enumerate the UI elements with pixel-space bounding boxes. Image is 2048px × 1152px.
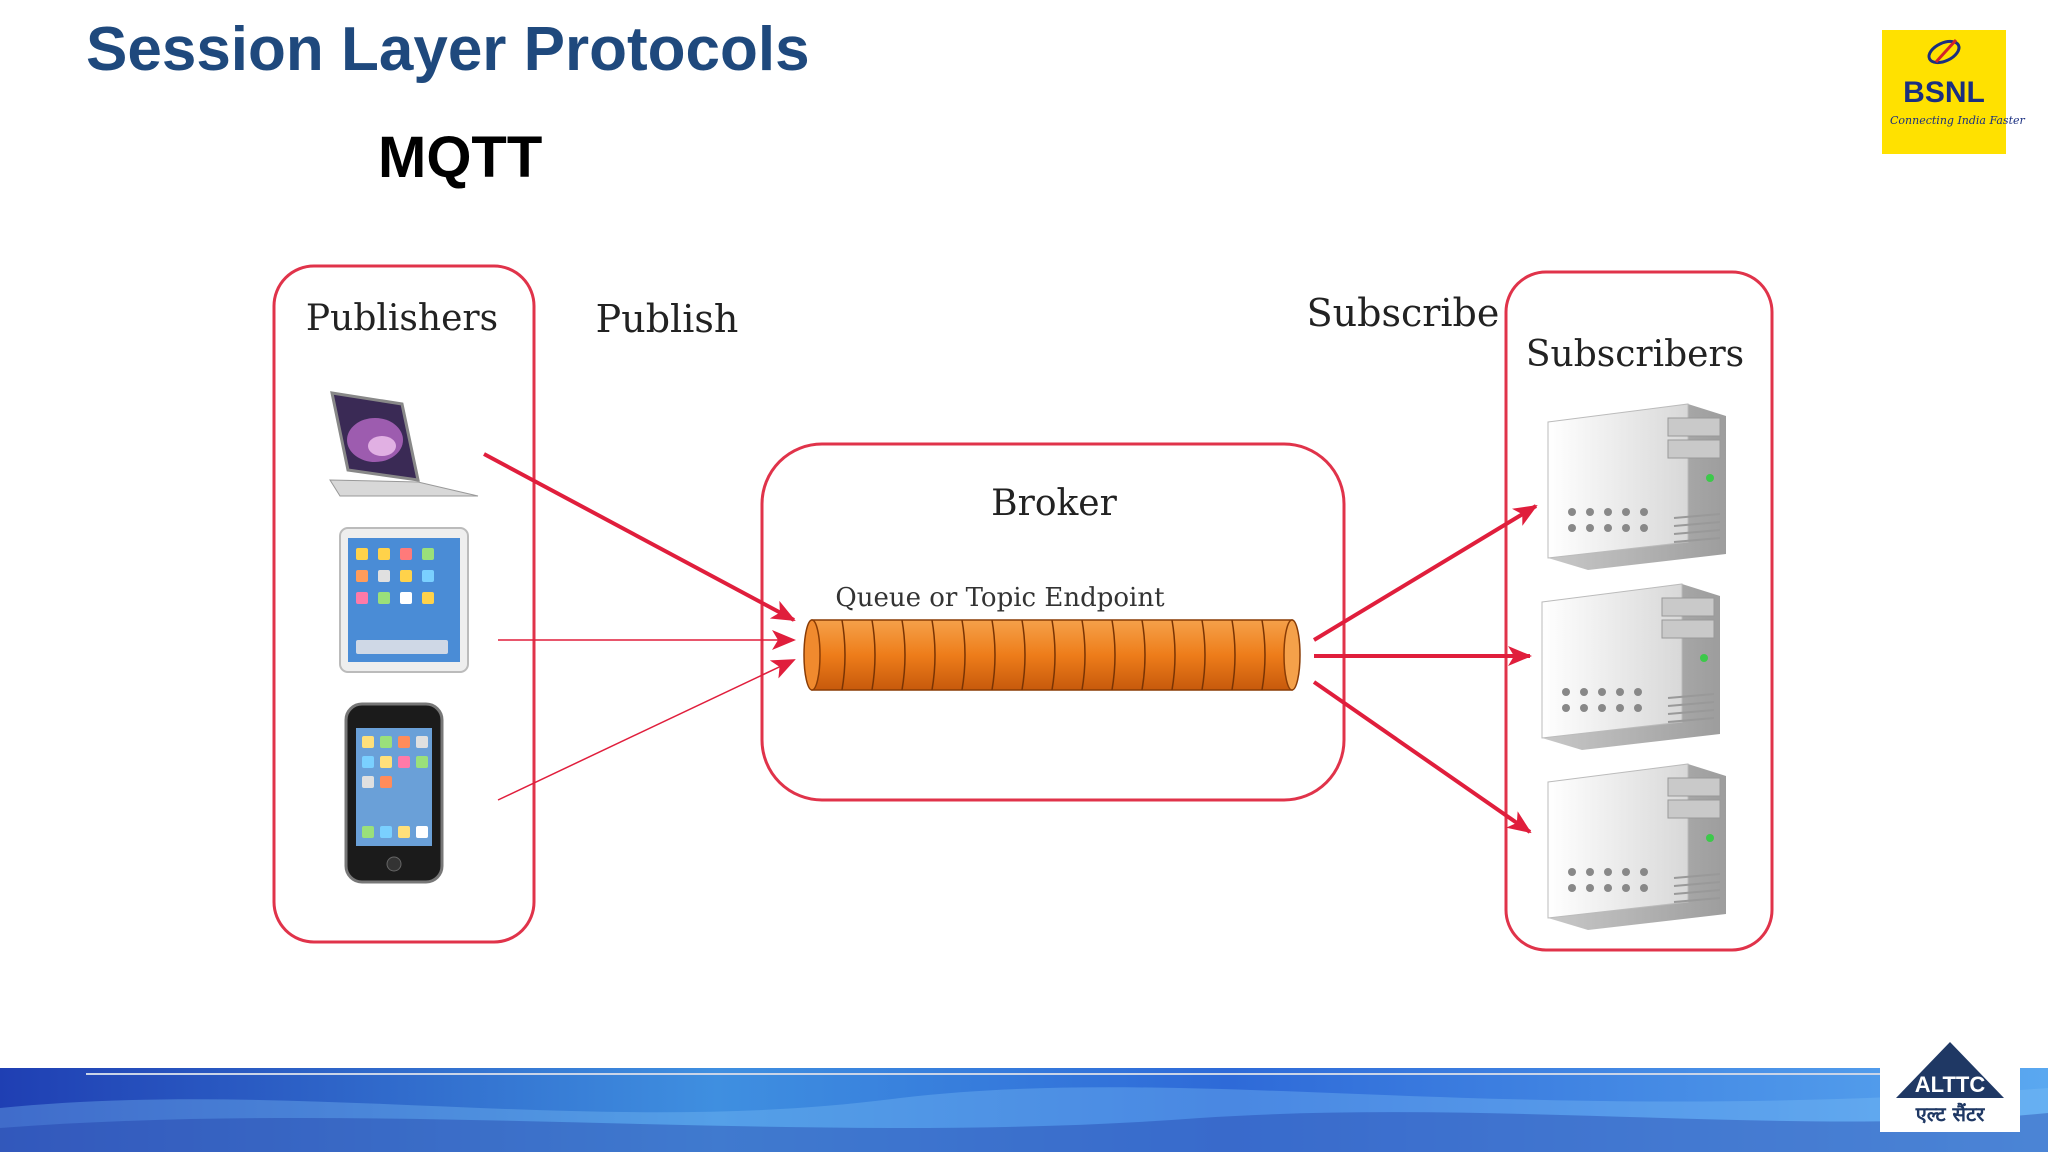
- footer-band: [0, 1068, 2048, 1152]
- publish-label: Publish: [596, 297, 739, 341]
- bsnl-logo: BSNL Connecting India Faster: [1882, 30, 2025, 154]
- bsnl-emblem-icon: [1927, 38, 1961, 65]
- footer-divider: [86, 1073, 1886, 1075]
- alttc-logo-text: ALTTC: [1914, 1072, 1986, 1097]
- subscribers-label: Subscribers: [1526, 334, 1744, 375]
- slide-subtitle: MQTT: [378, 125, 543, 190]
- alttc-triangle-icon: [1896, 1042, 2004, 1098]
- smartphone-icon: [344, 702, 444, 884]
- subscribe-label: Subscribe: [1307, 291, 1500, 335]
- alttc-logo-hindi: एल्ट सैंटर: [1915, 1102, 1985, 1126]
- slide-title: Session Layer Protocols: [86, 15, 810, 84]
- tablet-icon: [339, 527, 469, 673]
- laptop-icon: [329, 391, 479, 497]
- queue-label: Queue or Topic Endpoint: [835, 583, 1165, 613]
- footer-wave: [0, 1068, 2048, 1152]
- server-icon: [1547, 763, 1726, 930]
- broker-label: Broker: [991, 483, 1117, 524]
- subscribers-box: [1504, 270, 1774, 952]
- queue-cylinder: [803, 619, 1301, 691]
- bsnl-logo-tagline: Connecting India Faster: [1890, 114, 2025, 127]
- publish-arrow-laptop: [483, 452, 796, 622]
- publish-arrow-phone: [497, 659, 796, 801]
- publishers-label: Publishers: [306, 298, 498, 339]
- server-icon: [1541, 583, 1720, 750]
- subscribe-arrow-server-1: [1312, 504, 1538, 642]
- publishers-box: [272, 264, 536, 944]
- server-icon: [1547, 403, 1726, 570]
- subscribe-arrow-server-3: [1312, 680, 1532, 834]
- alttc-logo: ALTTC एल्ट सैंटर: [1880, 1040, 2020, 1132]
- bsnl-logo-text: BSNL: [1903, 76, 1985, 109]
